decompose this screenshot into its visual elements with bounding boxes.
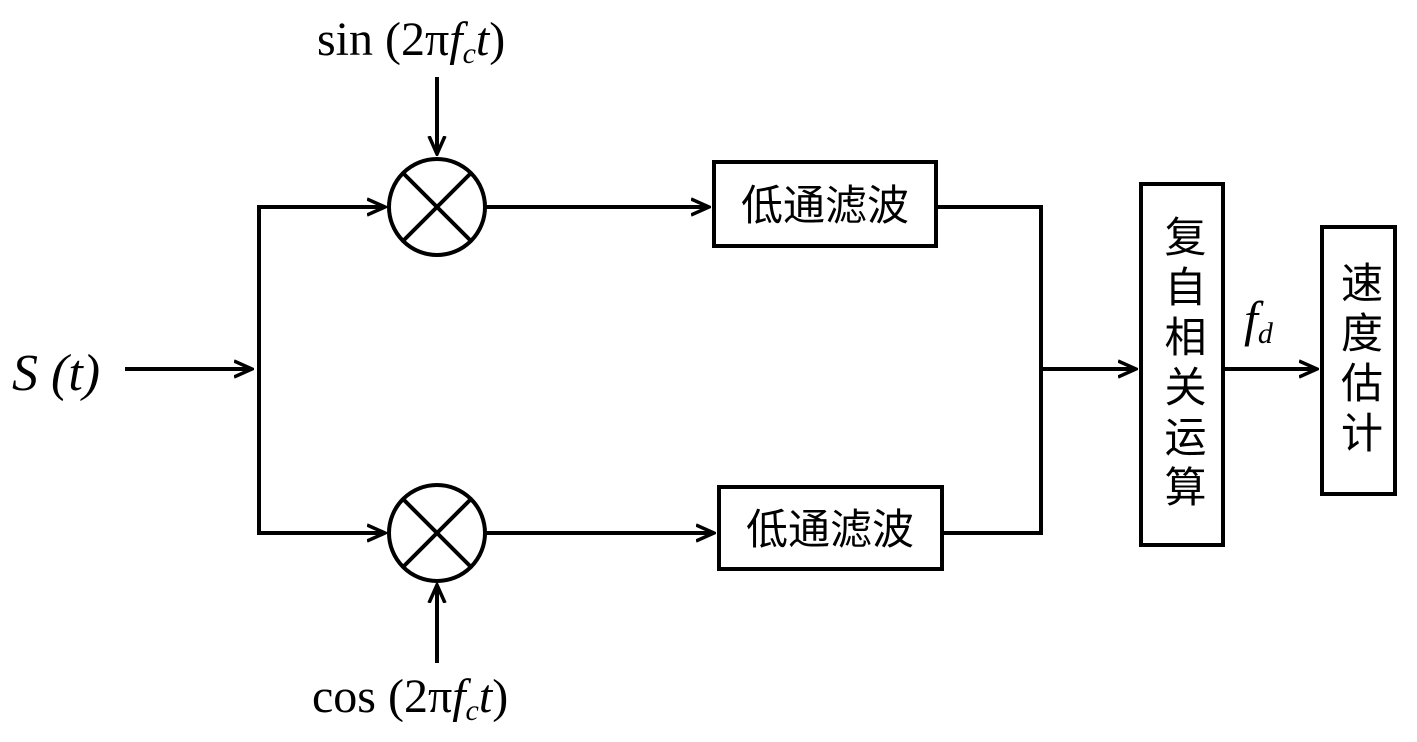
lpf-bottom-block: 低通滤波	[717, 485, 944, 571]
carrier-sin-label: sin (2πfct)	[317, 13, 505, 70]
multiplier-circle-x-icon	[387, 157, 487, 257]
autocorrelation-block: 复自相关运算	[1139, 182, 1225, 547]
lpf-top-block: 低通滤波	[712, 160, 938, 248]
combine-lines	[936, 205, 1043, 535]
input-signal-label: S (t)	[12, 345, 100, 402]
multiplier-circle-x-icon	[387, 483, 487, 583]
carrier-cos-label: cos (2πfct)	[312, 670, 508, 727]
autocorrelation-label: 复自相关运算	[1158, 214, 1207, 515]
doppler-frequency-label: fd	[1244, 291, 1274, 350]
speed-estimation-label: 速度估计	[1334, 260, 1384, 461]
svg-text:低通滤波: 低通滤波	[746, 505, 914, 554]
speed-estimation-block: 速度估计	[1320, 225, 1397, 496]
svg-text:低通滤波: 低通滤波	[741, 181, 909, 230]
